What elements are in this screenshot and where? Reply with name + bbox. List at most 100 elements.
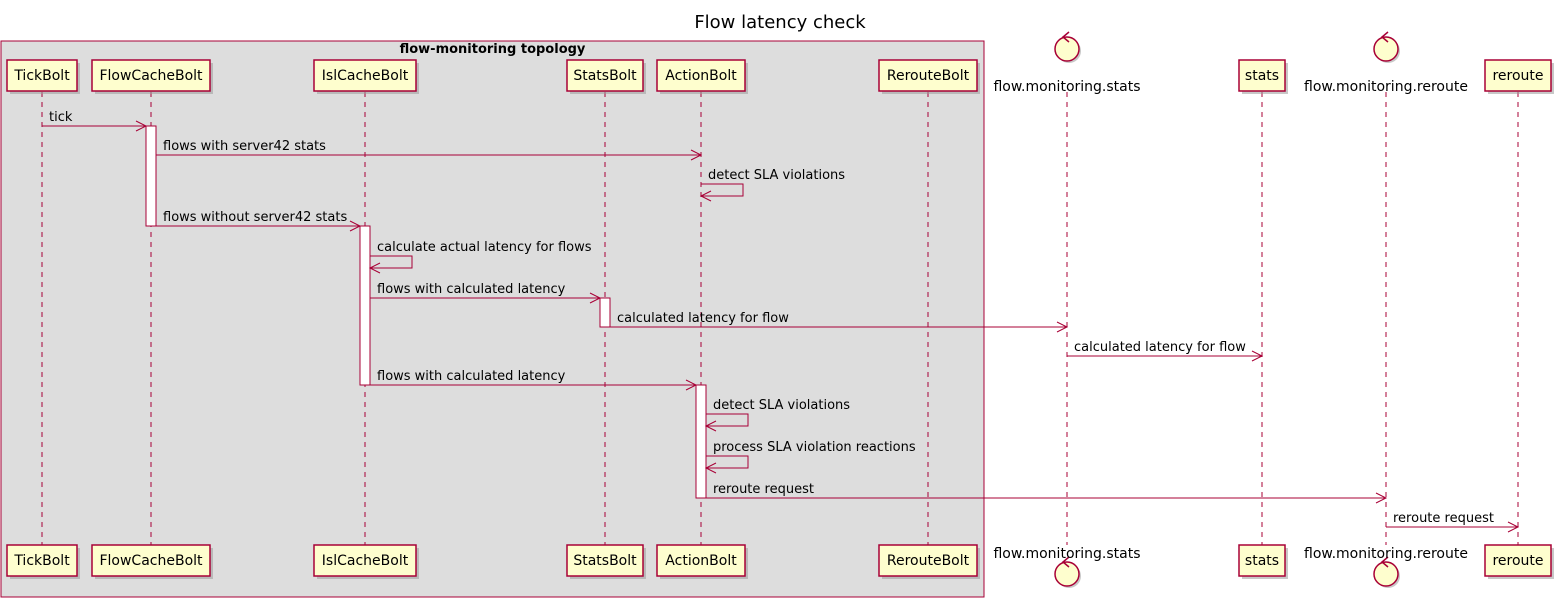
participant-q_stats-bottom: flow.monitoring.stats [993,546,1141,588]
message-arrow [706,455,749,469]
message-label: reroute request [1393,511,1494,526]
participant-label: RerouteBolt [887,68,970,84]
message-label: flows with calculated latency [377,369,566,384]
message-label: calculated latency for flow [1074,340,1246,355]
message-label: detect SLA violations [708,168,845,183]
control-icon [1054,561,1080,587]
activation-islcache [359,225,371,386]
participant-islcache-bottom: IslCacheBolt [313,544,419,579]
participant-label: RerouteBolt [887,553,970,569]
participant-reroute-bottom: RerouteBolt [878,544,980,579]
participant-box [878,544,978,577]
participant-stats-top: StatsBolt [566,59,646,94]
participant-box [566,544,644,577]
participant-flowcache-top: FlowCacheBolt [91,59,213,94]
arrow-head [704,420,717,432]
participant-label: TickBolt [13,553,70,569]
arrow-head [1251,350,1264,362]
message-label: detect SLA violations [713,398,850,413]
group-box [0,40,985,598]
message-2: detect SLA violations [699,168,845,202]
arrow-head [685,379,698,391]
message-arrow [706,413,749,427]
participant-label: TickBolt [13,68,70,84]
control-arrow-icon [1061,556,1070,568]
activation-stats [599,297,611,328]
control-arrow-icon [1380,31,1389,43]
participant-label: ActionBolt [665,553,737,569]
participant-ext_reroute-top: reroute [1484,59,1554,94]
participant-ext_stats-bottom: stats [1238,544,1288,579]
message-1: flows with server42 stats [156,139,703,161]
participant-label: flow.monitoring.stats [993,546,1140,562]
message-6: calculated latency for flow [610,311,1069,333]
participant-box [878,59,978,92]
participant-label: IslCacheBolt [322,68,409,84]
participant-box [1484,544,1552,577]
message-label: tick [49,110,73,125]
participant-islcache-top: IslCacheBolt [313,59,419,94]
participant-box [91,544,211,577]
participant-flowcache-bottom: FlowCacheBolt [91,544,213,579]
message-8: flows with calculated latency [370,369,698,391]
message-9: detect SLA violations [704,398,850,432]
participant-label: flow.monitoring.reroute [1304,546,1468,562]
participant-label: reroute [1492,553,1543,569]
message-label: flows without server42 stats [163,210,347,225]
group-title: flow-monitoring topology [400,42,586,57]
activation-action [695,384,707,499]
participant-tick-bottom: TickBolt [6,544,80,579]
arrow-head [704,462,717,474]
control-icon [1373,561,1399,587]
participant-label: flow.monitoring.reroute [1304,79,1468,95]
participant-action-bottom: ActionBolt [656,544,748,579]
participant-q_reroute-bottom: flow.monitoring.reroute [1304,546,1468,588]
participant-reroute-top: RerouteBolt [878,59,980,94]
message-4: calculate actual latency for flows [368,240,592,274]
participant-q_reroute-top: flow.monitoring.reroute [1304,31,1468,95]
activation-flowcache [145,125,157,227]
participant-label: stats [1245,553,1279,569]
message-arrow [370,255,413,269]
arrow-head [589,292,602,304]
arrow-head [135,120,148,132]
participant-box [566,59,644,92]
arrow-head [690,149,703,161]
arrow-head [1507,521,1520,533]
arrow-head [1056,321,1069,333]
participant-action-top: ActionBolt [656,59,748,94]
arrow-head [349,220,362,232]
arrow-head [699,190,712,202]
participant-box [6,544,78,577]
message-label: calculate actual latency for flows [377,240,592,255]
participant-stats-bottom: StatsBolt [566,544,646,579]
message-12: reroute request [1386,511,1520,533]
participant-label: stats [1245,68,1279,84]
message-label: reroute request [713,482,814,497]
control-icon [1373,36,1399,62]
participant-label: flow.monitoring.stats [993,79,1140,95]
participant-box [1484,59,1552,92]
participant-ext_reroute-bottom: reroute [1484,544,1554,579]
participant-label: ActionBolt [665,68,737,84]
participant-q_stats-top: flow.monitoring.stats [993,31,1141,95]
participant-box [1238,544,1286,577]
participant-label: FlowCacheBolt [99,68,203,84]
participant-label: reroute [1492,68,1543,84]
participant-tick-top: TickBolt [6,59,80,94]
participant-box [91,59,211,92]
message-label: flows with server42 stats [163,139,326,154]
participant-label: StatsBolt [573,553,637,569]
participant-box [656,59,746,92]
participant-ext_stats-top: stats [1238,59,1288,94]
participant-label: FlowCacheBolt [99,553,203,569]
message-7: calculated latency for flow [1067,340,1264,362]
control-arrow-icon [1061,31,1070,43]
arrow-head [368,262,381,274]
participant-box [656,544,746,577]
participant-label: StatsBolt [573,68,637,84]
message-0: tick [42,110,148,132]
message-label: process SLA violation reactions [713,440,916,455]
control-icon [1054,36,1080,62]
